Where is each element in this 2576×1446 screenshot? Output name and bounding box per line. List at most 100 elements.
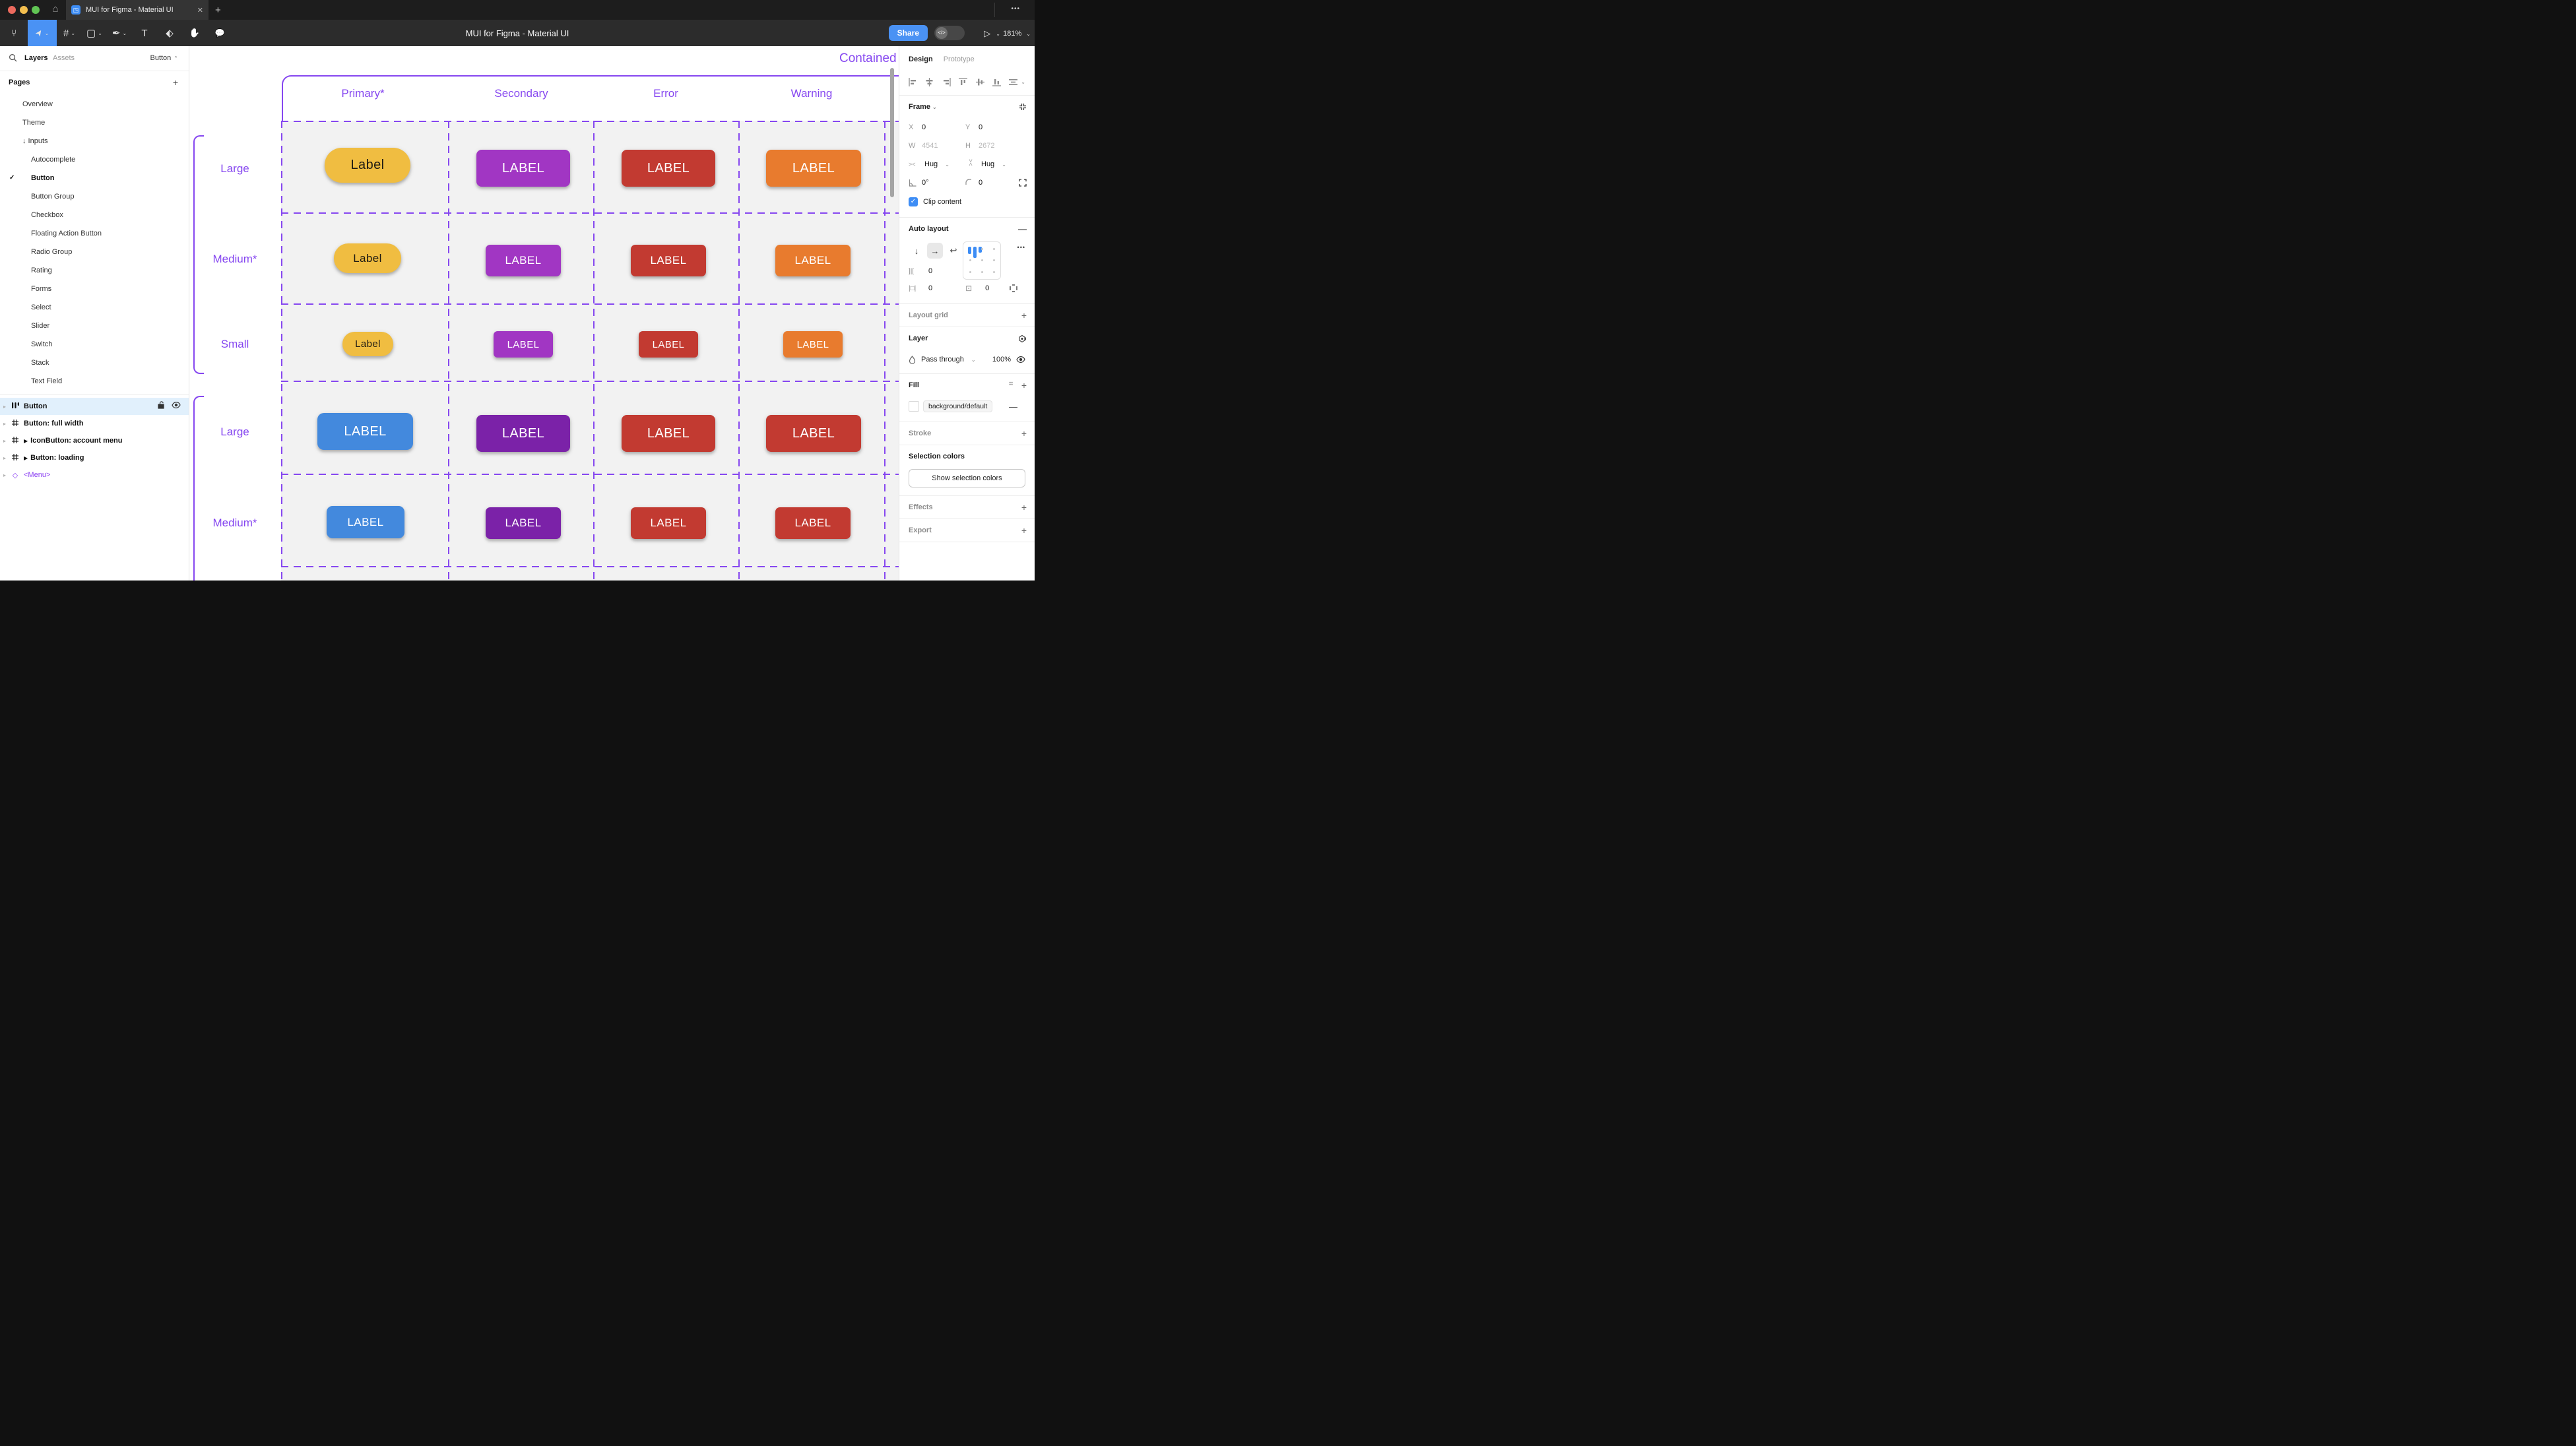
button-medium-secondary-custom[interactable]: LABEL (486, 507, 561, 539)
hug-h-chevron-icon[interactable]: ⌄ (945, 161, 950, 168)
canvas-scrollbar[interactable] (890, 68, 894, 197)
home-icon[interactable]: ⌂ (52, 3, 59, 15)
frame-tool-chevron-icon[interactable]: ⌄ (71, 30, 76, 36)
page-selector[interactable]: Button⌃ (150, 54, 178, 62)
move-tool-chevron-icon[interactable]: ⌄ (44, 30, 49, 36)
button-medium-error[interactable]: LABEL (631, 245, 706, 276)
add-export-button[interactable]: + (1021, 525, 1027, 536)
main-menu-button[interactable]: ⑂ (0, 20, 28, 46)
add-stroke-button[interactable]: + (1021, 428, 1027, 439)
resources-tool-button[interactable]: ⬖ (157, 20, 182, 46)
add-effect-button[interactable]: + (1021, 502, 1027, 513)
page-item-stack[interactable]: Stack (31, 359, 49, 367)
search-icon[interactable] (9, 53, 17, 62)
layer-row-button[interactable]: ▸ Button (0, 398, 189, 415)
page-item-text-field[interactable]: Text Field (31, 377, 63, 385)
align-bottom-icon[interactable] (992, 78, 1001, 86)
button-large-warning[interactable]: LABEL (766, 150, 861, 187)
layer-row-button-loading[interactable]: ▸ ▶ Button: loading (0, 449, 189, 466)
remove-auto-layout-button[interactable]: — (1018, 224, 1027, 234)
horizontal-padding-value[interactable]: 0 (928, 284, 933, 292)
layer-visibility-eye-icon[interactable] (1016, 356, 1025, 363)
button-small-secondary[interactable]: LABEL (494, 331, 553, 358)
page-item-inputs[interactable]: ↓ Inputs (22, 137, 48, 145)
new-tab-button[interactable]: + (215, 5, 221, 16)
button-large-secondary-custom[interactable]: LABEL (476, 415, 570, 452)
button-large-primary-custom[interactable]: LABEL (317, 413, 413, 450)
layer-row-button-full-width[interactable]: ▸ Button: full width (0, 415, 189, 432)
layout-vertical-button[interactable]: ↓ (914, 245, 919, 256)
button-medium-error-custom[interactable]: LABEL (631, 507, 706, 539)
close-tab-icon[interactable]: ✕ (197, 6, 203, 15)
align-vertical-center-icon[interactable] (975, 78, 984, 86)
present-button[interactable]: ▷ (984, 28, 991, 38)
button-medium-secondary[interactable]: LABEL (486, 245, 561, 276)
button-medium-primary[interactable]: Label (334, 243, 401, 273)
fill-token[interactable]: background/default (923, 400, 993, 412)
window-more-menu[interactable]: ••• (1011, 5, 1020, 13)
width-value[interactable]: 4541 (922, 142, 938, 150)
chevron-right-icon[interactable]: ▸ (3, 455, 6, 461)
show-selection-colors-button[interactable]: Show selection colors (909, 469, 1025, 487)
tab-prototype[interactable]: Prototype (943, 55, 975, 63)
share-button[interactable]: Share (888, 25, 928, 41)
chevron-right-icon[interactable]: ▸ (3, 403, 6, 410)
page-item-forms[interactable]: Forms (31, 285, 52, 293)
page-item-button[interactable]: ✓ Button (0, 169, 189, 187)
align-right-icon[interactable] (942, 77, 951, 86)
button-small-warning[interactable]: LABEL (783, 331, 843, 358)
add-fill-button[interactable]: + (1021, 380, 1027, 391)
button-large-error[interactable]: LABEL (622, 150, 715, 187)
page-item-select[interactable]: Select (31, 303, 51, 311)
collapse-frame-icon[interactable] (1019, 103, 1027, 111)
add-layout-grid-button[interactable]: + (1021, 310, 1027, 321)
blend-style-icon[interactable] (1018, 334, 1027, 343)
tab-assets[interactable]: Assets (53, 54, 75, 62)
frame-title[interactable]: Contained (839, 51, 897, 65)
alignment-box[interactable] (963, 241, 1001, 280)
close-window-button[interactable] (8, 6, 16, 14)
chevron-right-icon[interactable]: ▸ (3, 472, 6, 478)
minimize-window-button[interactable] (20, 6, 28, 14)
gap-value[interactable]: 0 (928, 267, 933, 275)
layer-row-menu-component[interactable]: ▸ ◇ <Menu> (0, 466, 189, 484)
add-page-button[interactable]: + (172, 77, 178, 88)
fill-color-swatch[interactable] (909, 401, 919, 412)
page-item-rating[interactable]: Rating (31, 267, 52, 274)
document-title[interactable]: MUI for Figma - Material UI (465, 28, 569, 38)
auto-layout-more-icon[interactable]: ••• (1017, 244, 1025, 251)
independent-corners-icon[interactable] (1019, 179, 1027, 187)
page-item-checkbox[interactable]: Checkbox (31, 211, 63, 219)
page-item-radio-group[interactable]: Radio Group (31, 248, 73, 256)
opacity-value[interactable]: 100% (992, 356, 1011, 363)
zoom-chevron-icon[interactable]: ⌄ (1026, 30, 1031, 37)
x-value[interactable]: 0 (922, 123, 926, 131)
hug-v-chevron-icon[interactable]: ⌄ (1002, 161, 1006, 168)
button-medium-warning-custom[interactable]: LABEL (775, 507, 851, 539)
clip-content-checkbox[interactable]: ✓ (909, 197, 918, 206)
comment-tool-button[interactable]: 💬 (207, 20, 232, 46)
visibility-eye-icon[interactable] (172, 401, 181, 409)
text-tool-button[interactable]: T (132, 20, 157, 46)
button-large-primary[interactable]: Label (325, 148, 410, 183)
layout-horizontal-button[interactable]: → (927, 243, 943, 259)
zoom-window-button[interactable] (32, 6, 40, 14)
distribute-icon[interactable] (1009, 78, 1018, 86)
hand-tool-button[interactable]: ✋ (182, 20, 207, 46)
shape-tool-button[interactable]: ▢ ⌄ (82, 20, 107, 46)
frame-type-chevron-icon[interactable]: ⌄ (932, 104, 937, 110)
tab-layers[interactable]: Layers (24, 54, 48, 62)
align-horizontal-center-icon[interactable] (925, 77, 934, 86)
y-value[interactable]: 0 (979, 123, 983, 131)
align-left-icon[interactable] (909, 77, 917, 86)
hug-horizontal-value[interactable]: Hug (924, 160, 938, 168)
page-item-theme[interactable]: Theme (22, 119, 46, 127)
pen-tool-chevron-icon[interactable]: ⌄ (122, 30, 127, 36)
page-item-slider[interactable]: Slider (31, 322, 50, 330)
page-item-switch[interactable]: Switch (31, 340, 53, 348)
remove-fill-button[interactable]: — (1009, 401, 1017, 412)
button-medium-warning[interactable]: LABEL (775, 245, 851, 276)
pen-tool-button[interactable]: ✒ ⌄ (107, 20, 132, 46)
chevron-right-icon[interactable]: ▸ (3, 437, 6, 444)
file-tab[interactable]: ◳ MUI for Figma - Material UI ✕ (66, 0, 209, 20)
